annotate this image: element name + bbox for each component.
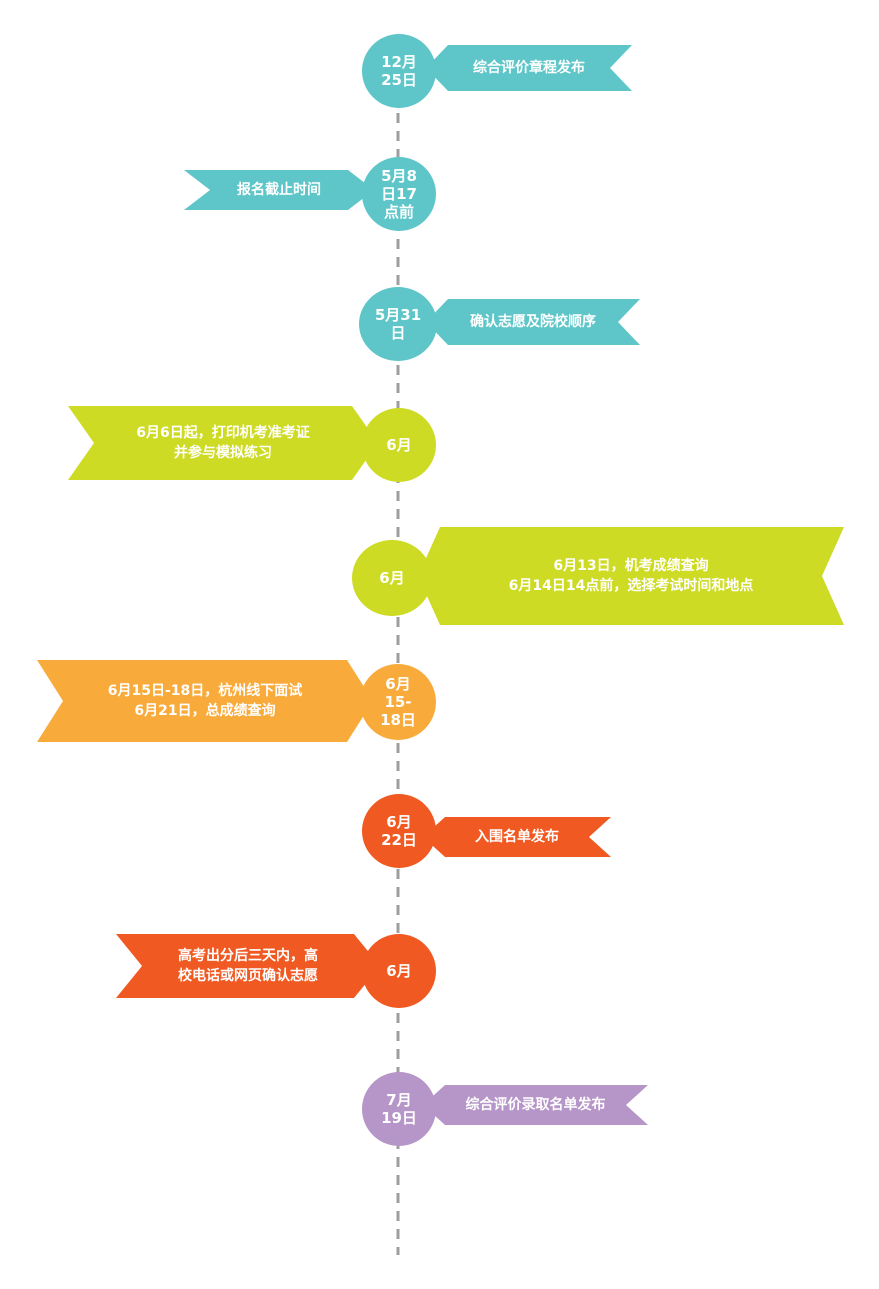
event-1-banner: 综合评价章程发布 xyxy=(426,45,632,91)
event-7-date-node: 6月 22日 xyxy=(362,794,436,868)
event-6-date-node: 6月 15- 18日 xyxy=(360,664,436,740)
event-6-banner: 6月15日-18日，杭州线下面试 6月21日，总成绩查询 xyxy=(37,660,373,742)
event-1-date-node: 12月 25日 xyxy=(362,34,436,108)
event-3-date-node: 5月31 日 xyxy=(359,287,437,361)
event-5-banner: 6月13日，机考成绩查询 6月14日14点前，选择考试时间和地点 xyxy=(418,527,844,625)
event-5-date-node: 6月 xyxy=(352,540,432,616)
event-8-banner: 高考出分后三天内，高 校电话或网页确认志愿 xyxy=(116,934,380,998)
event-9-banner: 综合评价录取名单发布 xyxy=(423,1085,648,1125)
event-2-date-node: 5月8 日17 点前 xyxy=(362,157,436,231)
event-7-banner: 入围名单发布 xyxy=(423,817,611,857)
event-9-date-node: 7月 19日 xyxy=(362,1072,436,1146)
event-8-date-node: 6月 xyxy=(362,934,436,1008)
event-3-banner: 确认志愿及院校顺序 xyxy=(426,299,640,345)
event-4-banner: 6月6日起，打印机考准考证 并参与模拟练习 xyxy=(68,406,378,480)
event-4-date-node: 6月 xyxy=(362,408,436,482)
event-2-banner: 报名截止时间 xyxy=(184,170,374,210)
